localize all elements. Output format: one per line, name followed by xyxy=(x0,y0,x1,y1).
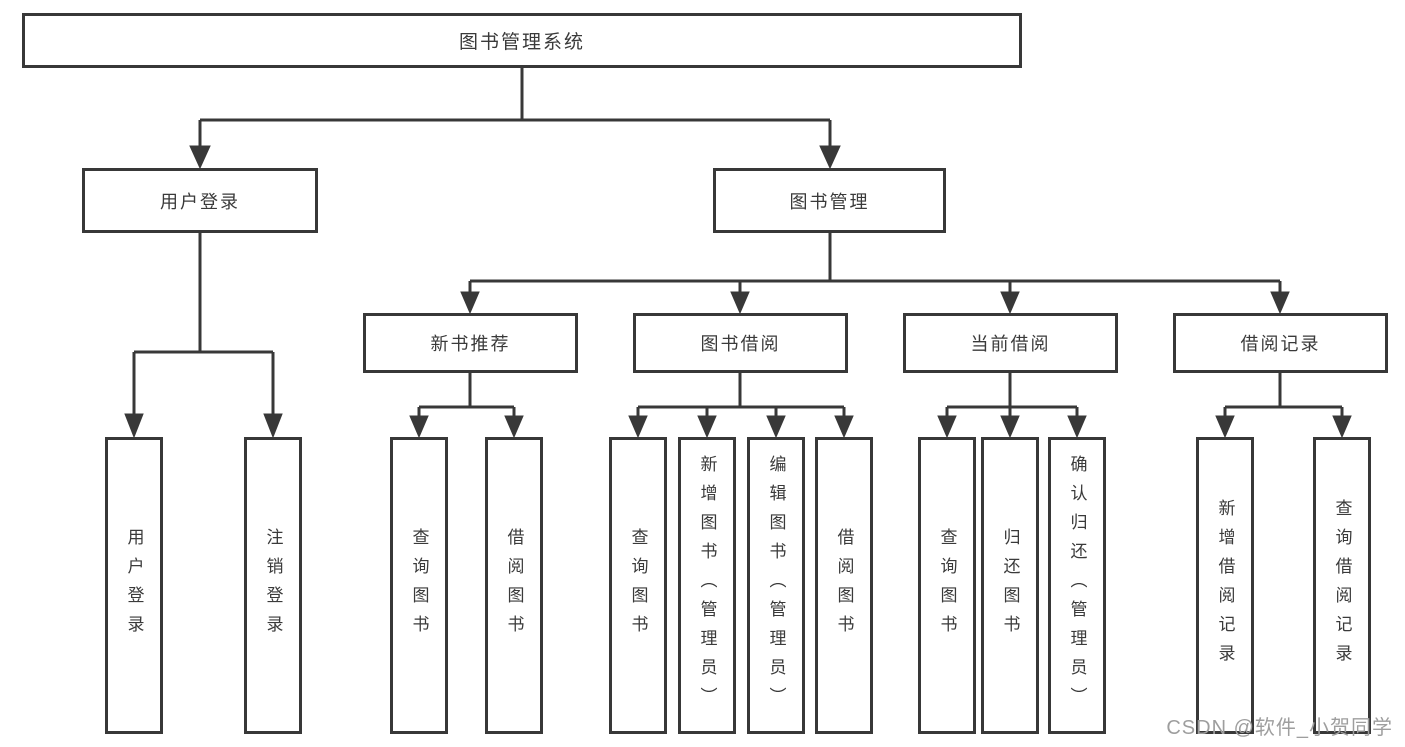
leaf-nb-borrow-books: 借阅图书 xyxy=(485,437,543,734)
node-label: 查询图书 xyxy=(409,527,429,644)
node-label: 借阅图书 xyxy=(504,527,524,644)
leaf-br-add-record: 新增借阅记录 xyxy=(1196,437,1254,734)
node-label: 查询图书 xyxy=(628,527,648,644)
node-book-management: 图书管理 xyxy=(713,168,946,233)
leaf-cb-query-books: 查询图书 xyxy=(918,437,976,734)
leaf-cb-confirm-return-admin: 确认归还（管理员） xyxy=(1048,437,1106,734)
node-book-borrow: 图书借阅 xyxy=(633,313,848,373)
leaf-bb-borrow-books: 借阅图书 xyxy=(815,437,873,734)
node-label: 编辑图书（管理员） xyxy=(766,455,786,716)
node-label: 新书推荐 xyxy=(430,334,511,354)
node-user-login: 用户登录 xyxy=(82,168,318,233)
leaf-bb-edit-books-admin: 编辑图书（管理员） xyxy=(747,437,805,734)
node-label: 新增图书（管理员） xyxy=(697,455,717,716)
node-label: 借阅图书 xyxy=(834,527,854,644)
node-label: 借阅记录 xyxy=(1240,334,1321,354)
leaf-user-login: 用户登录 xyxy=(105,437,163,734)
node-label: 新增借阅记录 xyxy=(1215,498,1235,673)
node-borrow-records: 借阅记录 xyxy=(1173,313,1388,373)
node-label: 图书管理 xyxy=(789,191,870,212)
leaf-bb-add-books-admin: 新增图书（管理员） xyxy=(678,437,736,734)
node-label: 用户登录 xyxy=(160,191,240,212)
node-label: 图书借阅 xyxy=(700,334,781,354)
leaf-cb-return-books: 归还图书 xyxy=(981,437,1039,734)
node-new-book-recommend: 新书推荐 xyxy=(363,313,578,373)
node-label: 查询借阅记录 xyxy=(1332,498,1352,673)
leaf-br-query-record: 查询借阅记录 xyxy=(1313,437,1371,734)
leaf-nb-query-books: 查询图书 xyxy=(390,437,448,734)
node-current-borrow: 当前借阅 xyxy=(903,313,1118,373)
node-label: 确认归还（管理员） xyxy=(1067,455,1087,716)
node-label: 图书管理系统 xyxy=(458,32,585,53)
leaf-logout: 注销登录 xyxy=(244,437,302,734)
leaf-bb-query-books: 查询图书 xyxy=(609,437,667,734)
node-label: 当前借阅 xyxy=(970,334,1051,354)
node-label: 查询图书 xyxy=(937,527,957,644)
node-label: 归还图书 xyxy=(1000,527,1020,644)
csdn-watermark: CSDN @软件_小贺同学 xyxy=(1166,717,1393,739)
node-label: 用户登录 xyxy=(124,527,144,644)
node-root-system: 图书管理系统 xyxy=(22,13,1022,68)
node-label: 注销登录 xyxy=(263,527,283,644)
